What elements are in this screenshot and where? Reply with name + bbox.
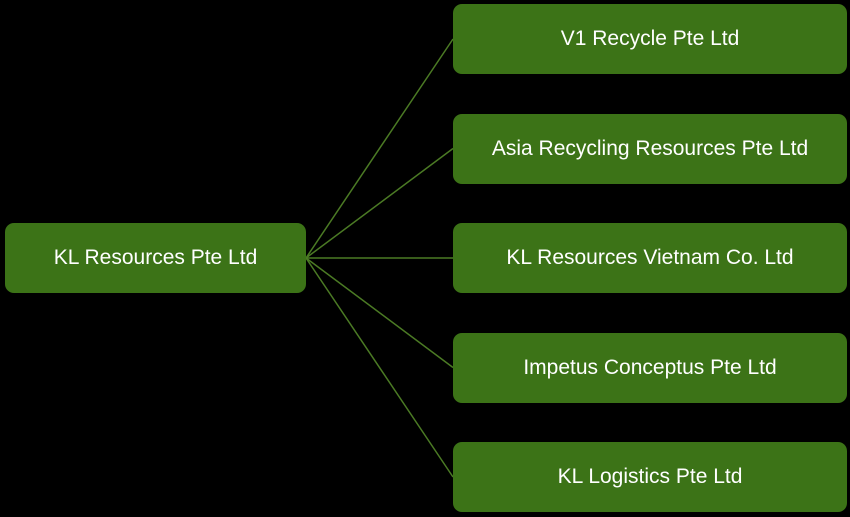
root-node: KL Resources Pte Ltd <box>5 223 306 293</box>
connector-line <box>305 147 454 259</box>
child-node-label: Impetus Conceptus Pte Ltd <box>523 355 777 379</box>
child-node-label: Asia Recycling Resources Pte Ltd <box>491 136 809 160</box>
connector-line <box>305 257 454 369</box>
connector-line <box>305 257 454 478</box>
connector-line <box>305 38 454 259</box>
child-node: Asia Recycling Resources Pte Ltd <box>453 113 847 184</box>
child-node: KL Resources Vietnam Co. Ltd <box>453 223 847 293</box>
child-node-label: V1 Recycle Pte Ltd <box>560 27 740 51</box>
child-node-label: KL Resources Vietnam Co. Ltd <box>506 246 794 270</box>
child-node: KL Logistics Pte Ltd <box>453 442 847 512</box>
child-node-label: KL Logistics Pte Ltd <box>557 465 743 489</box>
child-node: Impetus Conceptus Pte Ltd <box>453 332 847 403</box>
child-node: V1 Recycle Pte Ltd <box>453 4 847 74</box>
root-node-label: KL Resources Pte Ltd <box>53 246 258 270</box>
